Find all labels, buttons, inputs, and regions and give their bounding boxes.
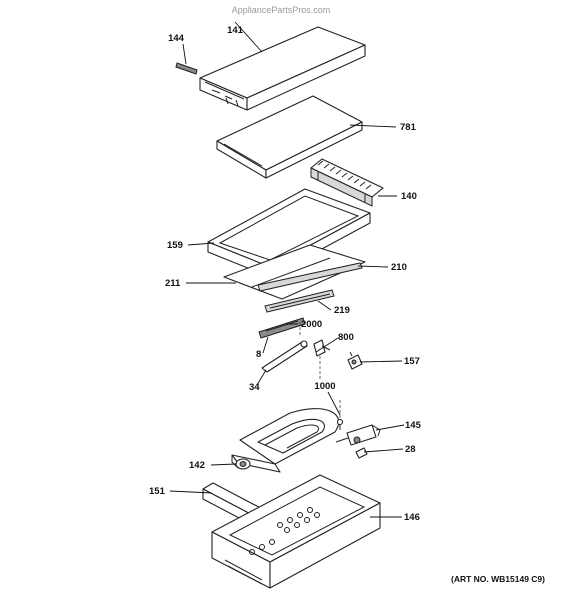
part-800-clip[interactable] (313, 339, 331, 380)
callout-1000[interactable]: 1000 (314, 381, 335, 392)
callout-144[interactable]: 144 (168, 33, 185, 44)
callout-34[interactable]: 34 (249, 382, 260, 393)
callout-labels: 141 144 781 140 159 211 210 219 2000 800… (149, 25, 422, 523)
callout-140[interactable]: 140 (401, 191, 417, 202)
part-146-burner-box[interactable] (211, 474, 381, 589)
callout-159[interactable]: 159 (167, 240, 183, 251)
leader-lines (169, 21, 405, 518)
part-1000-screw[interactable] (336, 418, 344, 431)
part-142-burner[interactable] (231, 408, 340, 473)
callout-151[interactable]: 151 (149, 486, 166, 497)
part-34-rod[interactable] (261, 340, 308, 373)
callout-210[interactable]: 210 (391, 262, 407, 273)
part-141-cover[interactable] (199, 26, 366, 111)
art-number: (ART NO. WB15149 C9) (451, 574, 545, 584)
part-781-plate[interactable] (216, 95, 363, 179)
callout-2000[interactable]: 2000 (301, 319, 322, 330)
part-144-pin[interactable] (175, 62, 198, 75)
callout-146[interactable]: 146 (404, 512, 420, 523)
callout-157[interactable]: 157 (404, 356, 420, 367)
callout-28[interactable]: 28 (405, 444, 416, 455)
callout-800[interactable]: 800 (338, 332, 354, 343)
part-145-valve[interactable] (335, 424, 381, 446)
callout-141[interactable]: 141 (227, 25, 244, 36)
part-28-connector[interactable] (355, 447, 368, 459)
part-210-strip[interactable] (257, 262, 363, 292)
part-140-vent-grille[interactable] (310, 158, 384, 207)
part-2000-bracket[interactable] (258, 317, 306, 339)
part-157-clip[interactable] (347, 351, 363, 370)
callout-211[interactable]: 211 (165, 278, 181, 289)
callout-145[interactable]: 145 (405, 420, 422, 431)
part-219-bar[interactable] (264, 289, 335, 313)
callout-219[interactable]: 219 (334, 305, 350, 316)
callout-8[interactable]: 8 (256, 349, 261, 360)
callout-142[interactable]: 142 (189, 460, 205, 471)
watermark: AppliancePartsPros.com (232, 5, 331, 15)
callout-781[interactable]: 781 (400, 122, 417, 133)
